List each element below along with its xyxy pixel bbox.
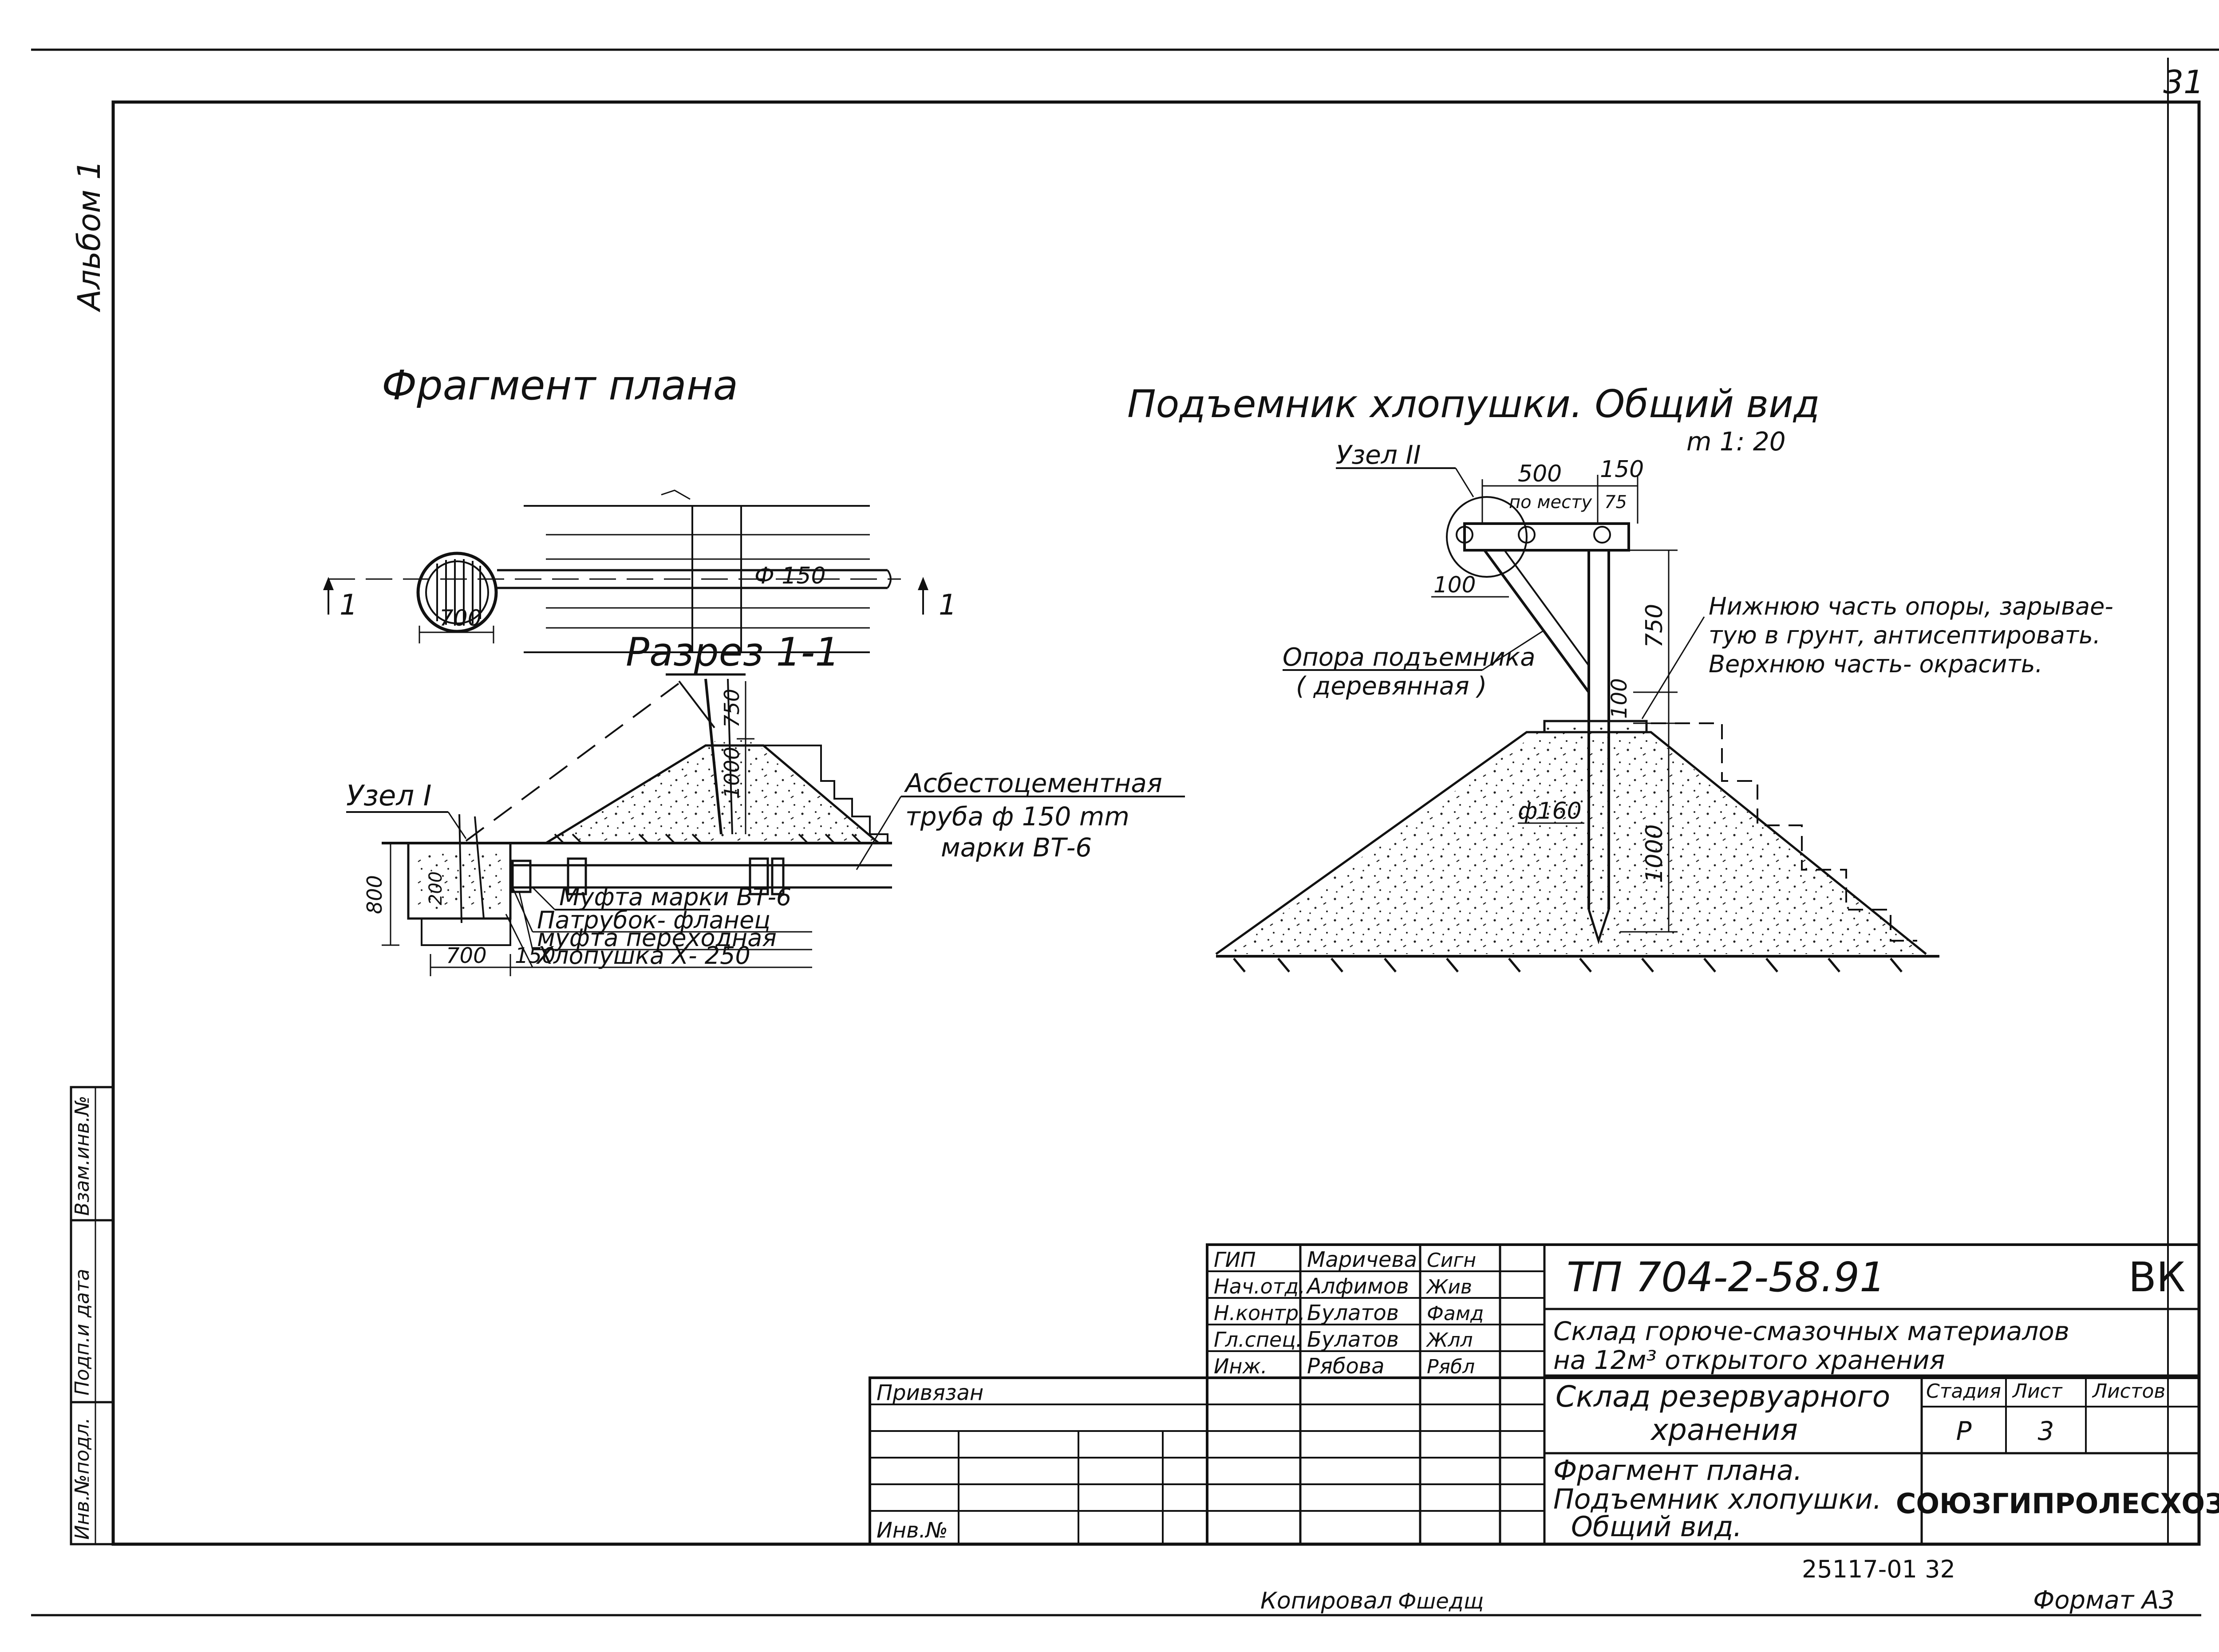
page-number: 31	[2163, 63, 2204, 101]
lifter-dim-150: 150	[1600, 456, 1644, 483]
stamp-project-line2: на 12м³ открытого хранения	[1553, 1345, 1945, 1375]
section-view	[346, 673, 1185, 976]
section-node-label: Узел I	[346, 780, 432, 812]
stamp-object-line2: хранения	[1650, 1413, 1798, 1447]
stamp-name-4: Рябова	[1307, 1354, 1385, 1379]
plan-diameter-label: Ф 150	[754, 563, 826, 589]
title-block-grid	[869, 1243, 2200, 1546]
section-dim-150: 150	[515, 943, 556, 968]
stamp-signature-1: Жив	[1425, 1276, 1472, 1298]
stamp-signature-3: Жлл	[1425, 1329, 1473, 1352]
lifter-dim-onsite: по месту	[1509, 492, 1592, 513]
plan-section-mark-right: 1	[939, 589, 957, 622]
stamp-col-sheet: Лист	[2012, 1380, 2063, 1403]
side-stamp-replace-label: Взам.инв.№	[71, 1096, 94, 1216]
callout-adapter: муфта переходная	[537, 924, 777, 952]
lifter-title: Подъемник хлопушки. Общий вид	[1127, 382, 1820, 426]
side-stamp	[70, 1086, 115, 1546]
stamp-signature-4: Рябл	[1427, 1356, 1475, 1378]
side-stamp-inv-label: Инв.№подл.	[71, 1417, 94, 1540]
callout-pipe-line1: Асбестоцементная	[904, 768, 1162, 798]
stamp-sheet-value: 3	[2038, 1416, 2054, 1446]
stamp-role-head: Нач.отд.	[1214, 1274, 1305, 1298]
copied-signature: Фшедщ	[1398, 1589, 1484, 1614]
side-stamp-sign-label: Подп.и дата	[71, 1269, 94, 1396]
lifter-dim-1000: 1000	[1641, 824, 1668, 883]
archive-number: 25117-01 32	[1802, 1555, 1955, 1583]
stamp-drawing-line1: Фрагмент плана.	[1553, 1454, 1802, 1486]
callout-flange: Патрубок- фланец	[537, 906, 770, 934]
callout-valve: Хлопушка Х- 250	[536, 942, 750, 970]
sheet-frame	[31, 48, 2219, 1617]
section-title: Разрез 1-1	[626, 629, 840, 675]
lifter-dim-100-top: 100	[1433, 572, 1476, 598]
lifter-scale: m 1: 20	[1686, 426, 1786, 457]
section-dim-700: 700	[446, 943, 487, 968]
stamp-col-sheets: Листов	[2092, 1380, 2165, 1403]
lifter-support-line1: Опора подъемника	[1283, 643, 1536, 672]
lifter-note-line1: Нижнюю часть опоры, зарывае-	[1709, 592, 2113, 620]
stamp-project-line1: Склад горюче-смазочных материалов	[1553, 1316, 2069, 1346]
plan-view	[323, 489, 928, 653]
stamp-signature-0: Сигн	[1427, 1249, 1476, 1272]
section-dim-750: 750	[720, 689, 744, 728]
lifter-dim-100-mid: 100	[1607, 678, 1632, 719]
lifter-dim-75: 75	[1604, 492, 1627, 513]
section-dim-800: 800	[363, 875, 387, 914]
copied-by-label: Копировал	[1260, 1588, 1392, 1614]
plan-width-label: 700	[439, 605, 482, 631]
stamp-role-chief: Гл.спец.	[1214, 1328, 1302, 1352]
stamp-drawing-line3: Общий вид.	[1571, 1510, 1742, 1543]
callout-coupling: Муфта марки ВТ-6	[559, 883, 791, 911]
stamp-role-control: Н.контр.	[1214, 1301, 1305, 1325]
stamp-name-0: Маричева	[1307, 1247, 1417, 1272]
lifter-dim-500: 500	[1518, 461, 1562, 487]
lifter-note-line2: тую в грунт, антисептировать.	[1709, 621, 2101, 649]
stamp-inv-label: Инв.№	[877, 1518, 948, 1543]
stamp-drawing-line2: Подъемник хлопушки.	[1553, 1483, 1882, 1515]
stamp-name-3: Булатов	[1307, 1327, 1399, 1352]
lifter-node-label: Узел II	[1336, 440, 1421, 470]
stamp-name-1: Алфимов	[1306, 1274, 1409, 1299]
format-label: Формат А3	[2033, 1586, 2175, 1615]
album-label: Альбом 1	[71, 160, 107, 312]
plan-section-mark-left: 1	[340, 589, 358, 622]
lifter-dim-diameter: ф160	[1518, 798, 1582, 824]
stamp-role-engineer: Инж.	[1214, 1354, 1267, 1378]
stamp-role-gip: ГИП	[1214, 1248, 1256, 1272]
lifter-dim-750: 750	[1641, 604, 1668, 648]
stamp-organization: СОЮЗГИПРОЛЕСХОЗ	[1896, 1487, 2219, 1520]
stamp-col-stage: Стадия	[1926, 1380, 2001, 1403]
section-dim-1000: 1000	[720, 747, 744, 799]
stamp-object-line1: Склад резервуарного	[1556, 1380, 1890, 1414]
stamp-linked-label: Привязан	[877, 1380, 983, 1405]
lifter-note-line3: Верхнюю часть- окрасить.	[1709, 650, 2043, 678]
stamp-signature-2: Фамд	[1427, 1302, 1484, 1325]
fragment-plan-title: Фрагмент плана	[382, 362, 738, 409]
stamp-doc-code: ТП 704-2-58.91	[1567, 1254, 1886, 1301]
stamp-name-2: Булатов	[1307, 1301, 1399, 1325]
section-dim-200: 200	[426, 871, 446, 905]
stamp-stage-value: Р	[1956, 1416, 1972, 1446]
callout-pipe-line3: марки ВТ-6	[941, 832, 1092, 863]
callout-pipe-line2: труба ф 150 mm	[905, 801, 1129, 832]
lifter-support-line2: ( деревянная )	[1296, 672, 1487, 701]
stamp-discipline: ВК	[2128, 1254, 2185, 1301]
lifter-view	[1215, 467, 1939, 973]
